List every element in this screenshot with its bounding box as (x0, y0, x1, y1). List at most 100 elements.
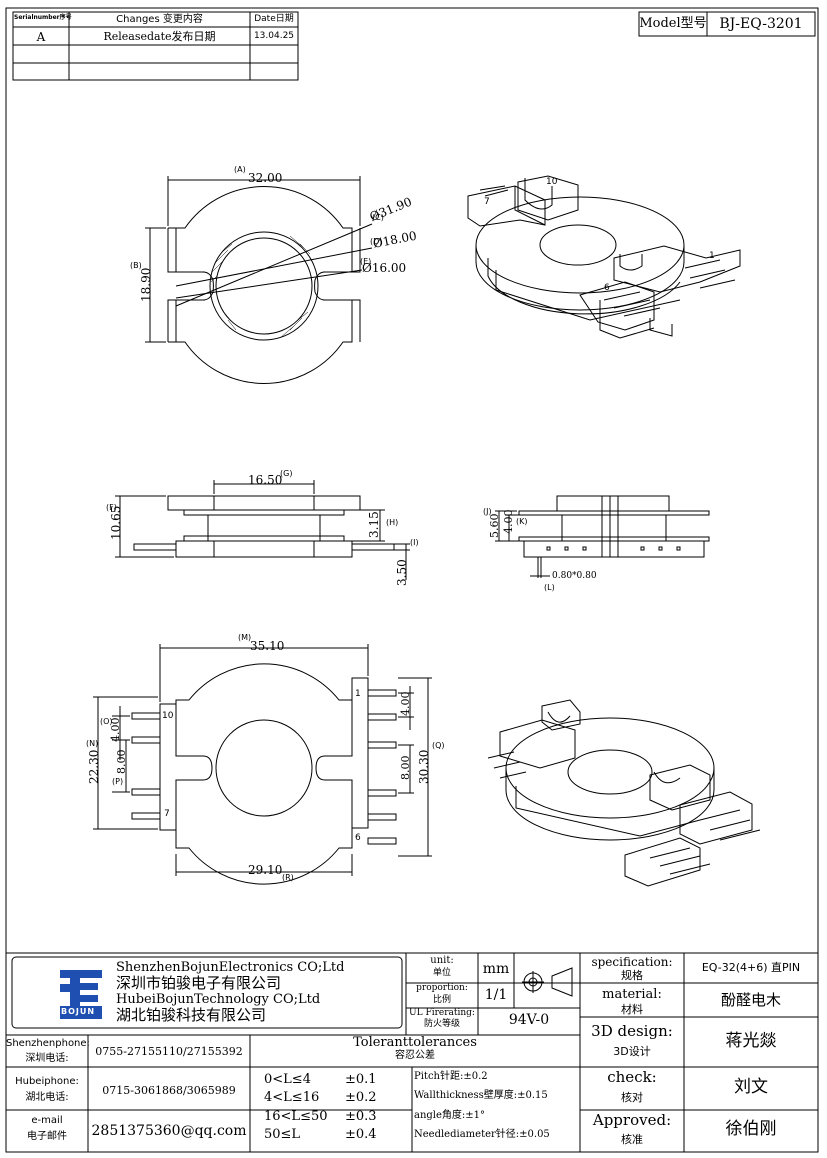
dim-right-pitch-top: 4.00 (399, 691, 412, 717)
dim-tag-l: (L) (544, 583, 555, 592)
dim-tag-g: (G) (280, 469, 293, 478)
contact-email-value: 2851375360@qq.com (91, 1123, 247, 1139)
unit-label-en: unit: (430, 955, 454, 966)
proportion-label-en: proportion: (416, 983, 468, 993)
dim-o: 4.00 (109, 717, 122, 743)
bottom-pin-6: 6 (355, 833, 361, 843)
contact-shenzhen-label-cn: 深圳电话: (25, 1053, 69, 1064)
tolerance-range-3: 16<L≤50 (264, 1109, 328, 1124)
iso-view-bottom (487, 699, 761, 887)
contact-hubei-value: 0715-3061868/3065989 (102, 1084, 236, 1097)
dim-m: 35.10 (250, 639, 285, 653)
dim-n: 22.30 (87, 749, 101, 784)
iso1-pin-7: 7 (484, 197, 490, 207)
tolerance-value-2: ±0.2 (345, 1090, 377, 1105)
material-value: 酚醛电木 (720, 991, 781, 1009)
tolerance-title-en: Toleranttolerances (353, 1035, 477, 1050)
dim-q: 30.30 (417, 749, 431, 784)
unit-label-cn: 单位 (432, 968, 451, 978)
tolerance-range-1: 0<L≤4 (264, 1072, 311, 1087)
contact-email-label-cn: 电子邮件 (27, 1131, 67, 1142)
dim-tag-b: (B) (130, 261, 142, 270)
spec-label-cn: 规格 (621, 969, 643, 982)
dim-tag-h: (H) (386, 518, 399, 527)
design-label-en: 3D design: (591, 1022, 673, 1040)
proportion-label-cn: 比例 (432, 995, 451, 1005)
tolerance-value-1: ±0.1 (345, 1072, 377, 1087)
ul-label-cn: 防火等级 (423, 1019, 460, 1029)
dim-tag-c: (C) (372, 213, 384, 222)
dim-tag-m: (M) (238, 633, 252, 642)
bottom-view (93, 644, 432, 885)
contact-hubei-label-en: Hubeiphone: (15, 1076, 79, 1087)
dim-r: 29.10 (248, 863, 283, 877)
dim-j: 5.60 (488, 513, 501, 539)
title-block-lines (5, 952, 819, 1153)
bottom-pin-10: 10 (162, 711, 174, 721)
tolerance-range-4: 50≤L (264, 1127, 301, 1142)
bojun-logo (60, 970, 102, 1019)
approved-label-cn: 核准 (621, 1133, 643, 1146)
tolerance-value-3: ±0.3 (345, 1109, 377, 1124)
ul-label-en: UL Firerating: (409, 1008, 475, 1018)
iso1-pin-1: 1 (709, 251, 715, 261)
dim-tag-p: (P) (112, 777, 124, 786)
tolerance-note-pitch: Pitch针距:±0.2 (414, 1071, 488, 1082)
design-label-cn: 3D设计 (613, 1045, 651, 1058)
contact-shenzhen-label-en: Shenzhenphone: (6, 1038, 90, 1049)
material-label-cn: 材料 (621, 1003, 643, 1016)
company-cn-shenzhen: 深圳市铂骏电子有限公司 (116, 974, 282, 992)
end-view (495, 495, 710, 578)
iso-view-top (467, 175, 741, 339)
dim-right-pitch-mid: 8.00 (399, 755, 412, 781)
dim-tag-r: (R) (282, 873, 294, 882)
dim-l: 0.80*0.80 (552, 571, 597, 581)
dim-tag-a: (A) (234, 165, 246, 174)
rev-header-date: Date日期 (254, 14, 294, 24)
contact-shenzhen-value: 0755-27155110/27155392 (95, 1045, 243, 1058)
iso1-pin-6: 6 (604, 283, 610, 293)
tolerance-range-2: 4<L≤16 (264, 1090, 320, 1105)
dim-e: Ø16.00 (362, 261, 407, 275)
spec-label-en: specification: (591, 955, 673, 969)
check-label-en: check: (607, 1068, 657, 1086)
rev-row-date: 13.04.25 (253, 31, 295, 41)
dim-a: 32.00 (248, 171, 283, 185)
model-value: BJ-EQ-3201 (719, 16, 803, 32)
dim-b: 18.90 (139, 267, 153, 302)
tolerance-title-cn: 容忍公差 (395, 1050, 435, 1061)
company-cn-hubei: 湖北铂骏科技有限公司 (116, 1006, 267, 1024)
company-en-hubei: HubeiBojunTechnology CO;Ltd (116, 992, 321, 1007)
rev-header-serial: Serialnumber序号 (14, 14, 72, 21)
tolerance-note-wall: Wallthickness壁厚度:±0.15 (414, 1090, 548, 1101)
dim-p: 8.00 (115, 749, 128, 775)
check-value: 刘文 (734, 1077, 768, 1097)
dim-tag-d: (D) (370, 237, 383, 246)
contact-email-label-en: e-mail (31, 1115, 63, 1126)
dim-k: 4.00 (502, 509, 515, 535)
rev-header-changes: Changes 变更内容 (116, 14, 203, 25)
approved-value: 徐伯刚 (725, 1119, 777, 1139)
dim-i: 3.50 (395, 559, 409, 586)
design-value: 蒋光燚 (725, 1031, 777, 1051)
logo-text: BOJUN (61, 1007, 96, 1016)
material-label-en: material: (602, 987, 662, 1002)
unit-value: mm (482, 961, 510, 977)
top-view (145, 176, 373, 384)
dim-tag-n: (N) (86, 739, 99, 748)
rev-row-changes: Releasedate发布日期 (103, 30, 216, 43)
tolerance-note-needle: Needlediameter针径:±0.05 (414, 1129, 550, 1140)
ul-value: 94V-0 (508, 1012, 550, 1028)
dim-tag-o: (O) (100, 717, 113, 726)
dim-tag-k: (K) (516, 517, 528, 526)
tolerance-value-4: ±0.4 (345, 1127, 377, 1142)
dim-tag-q: (Q) (432, 741, 445, 750)
spec-value: EQ-32(4+6) 直PIN (701, 961, 801, 974)
contact-hubei-label-cn: 湖北电话: (25, 1092, 69, 1103)
side-view (115, 480, 410, 580)
iso1-pin-10: 10 (546, 177, 558, 187)
dim-h: 3.15 (367, 511, 381, 538)
check-label-cn: 核对 (621, 1091, 643, 1104)
tolerance-note-angle: angle角度:±1° (414, 1110, 486, 1121)
